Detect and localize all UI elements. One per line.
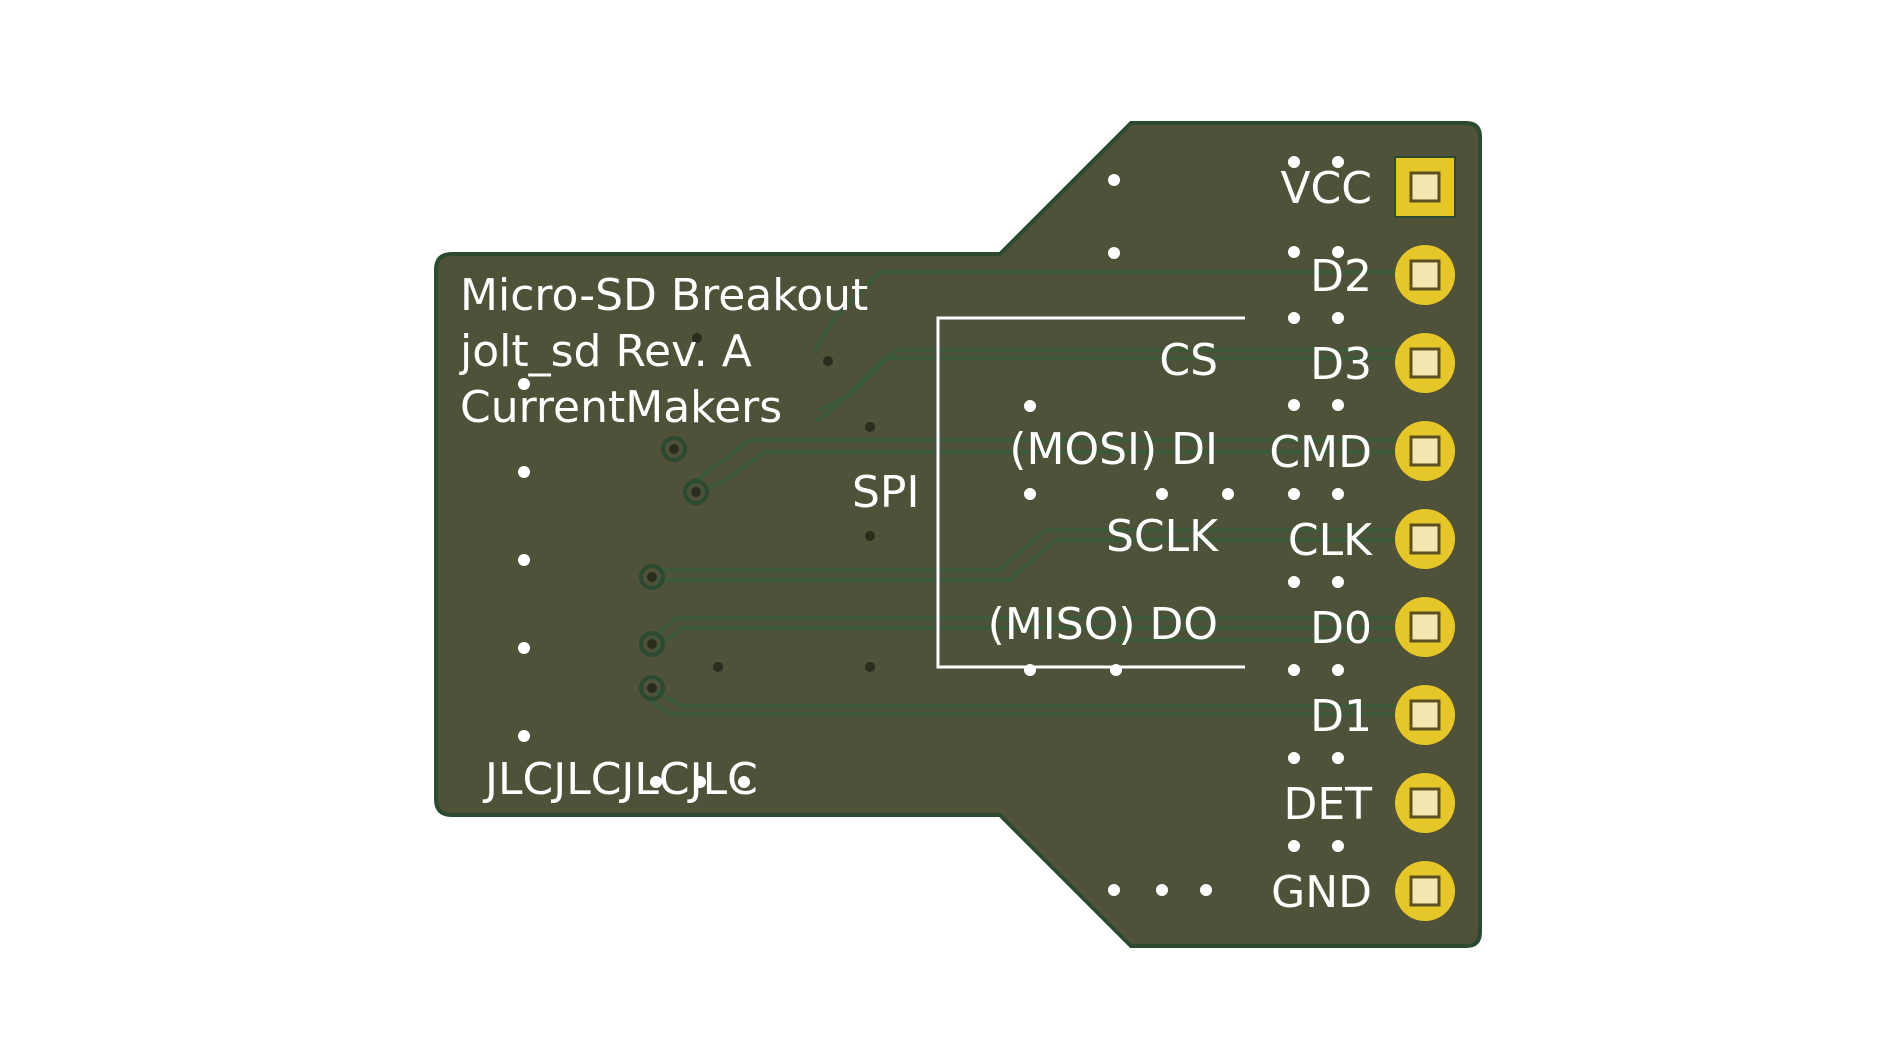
trace-d1-a — [647, 697, 1413, 717]
header-pin-d0: D0 — [1310, 597, 1455, 657]
header-pin-d2: D2 — [1310, 245, 1455, 305]
spi-group-label: SPI — [852, 467, 919, 518]
pin-label: DET — [1283, 779, 1372, 830]
trace-cmd — [689, 437, 1413, 488]
pin-label: D3 — [1310, 339, 1372, 390]
board-title: Micro-SD Breakout jolt_sd Rev. A Current… — [459, 270, 868, 433]
board-title-line: Micro-SD Breakout — [460, 270, 868, 321]
via-small — [823, 356, 833, 366]
pin-label: VCC — [1280, 163, 1372, 214]
pin-label: D0 — [1310, 603, 1372, 654]
pad-drill — [1409, 523, 1441, 555]
pad-drill — [1409, 347, 1441, 379]
pin-label: CMD — [1269, 427, 1372, 478]
trace-cmd-a — [697, 449, 1413, 495]
via-small — [865, 422, 875, 432]
trace-d2 — [812, 269, 1413, 353]
trace-d1 — [652, 687, 1413, 709]
trace-cs — [815, 355, 1413, 423]
trace-clk-a — [652, 537, 1413, 583]
header-pin-d3: D3 — [1310, 333, 1455, 393]
via-small — [692, 333, 702, 343]
via-4 — [639, 631, 665, 657]
pin-label: GND — [1271, 867, 1372, 918]
header-pin-d1: D1 — [1310, 685, 1455, 745]
via-small — [865, 662, 875, 672]
silkscreen-connector-outline — [936, 316, 1245, 669]
board-title-line: jolt_sd Rev. A — [459, 326, 752, 377]
via-small — [713, 662, 723, 672]
pcb-board-outline — [434, 121, 1482, 948]
header-pin-gnd: GND — [1271, 861, 1455, 921]
header-pin-vcc: VCC — [1280, 156, 1456, 218]
copper-traces — [647, 269, 1413, 717]
via-1 — [661, 436, 687, 462]
pin-label: D2 — [1310, 251, 1372, 302]
silkscreen-dots — [518, 156, 1344, 896]
board-title-line: CurrentMakers — [460, 382, 782, 433]
via-small — [865, 531, 875, 541]
spi-signal-label: CS — [1159, 335, 1218, 386]
spi-signal-label: (MISO) DO — [988, 599, 1218, 650]
header-pin-det: DET — [1283, 773, 1455, 833]
pad-drill — [1409, 611, 1441, 643]
pad-drill — [1409, 259, 1441, 291]
spi-signal-label: SCLK — [1106, 511, 1219, 562]
pin-label: CLK — [1288, 515, 1373, 566]
header-pin-clk: CLK — [1288, 509, 1455, 569]
vias — [639, 333, 875, 701]
pad-drill — [1409, 787, 1441, 819]
spi-signal-labels: CS (MOSI) DI SCLK (MISO) DO — [988, 335, 1219, 650]
spi-signal-label: (MOSI) DI — [1009, 424, 1218, 475]
via-5 — [639, 675, 665, 701]
pad-drill — [1409, 699, 1441, 731]
pad-drill — [1409, 171, 1441, 203]
trace-clk — [657, 527, 1413, 573]
pin-label: D1 — [1310, 691, 1372, 742]
pad-drill — [1409, 875, 1441, 907]
via-2 — [683, 479, 709, 505]
header-pin-cmd: CMD — [1269, 421, 1455, 481]
pad-drill — [1409, 435, 1441, 467]
fab-marking: JLCJLCJLCJLC — [482, 754, 758, 805]
via-3 — [639, 564, 665, 590]
